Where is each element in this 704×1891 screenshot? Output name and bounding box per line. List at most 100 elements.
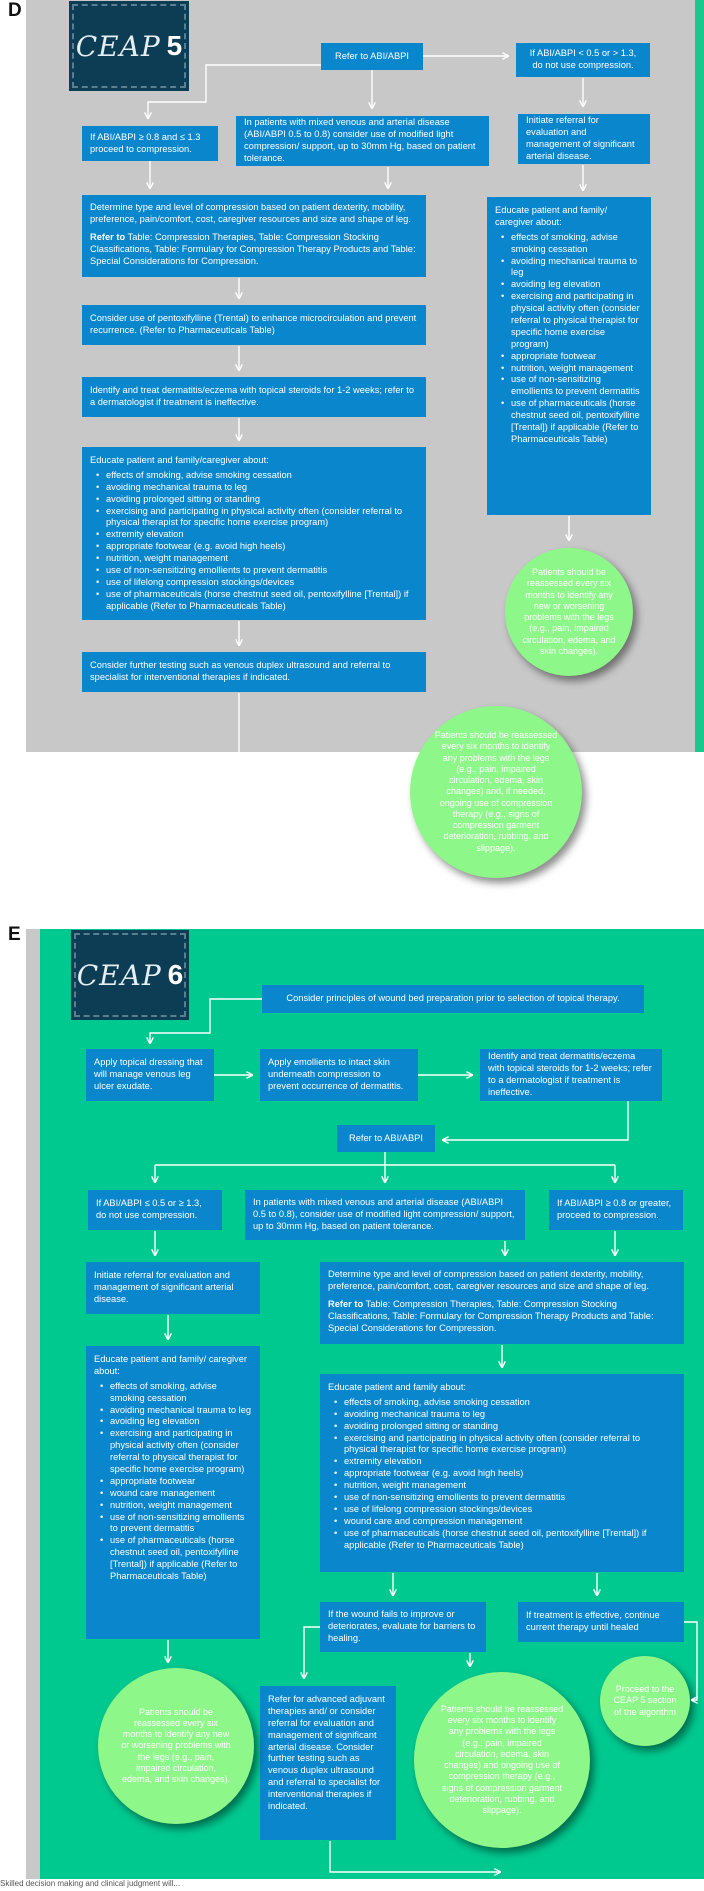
d-dermatitis-box: Identify and treat dermatitis/eczema wit… (82, 377, 426, 417)
list-item: use of lifelong compression stockings/de… (90, 577, 418, 589)
list-item: appropriate footwear (94, 1476, 252, 1488)
d-refer-abi-box: Refer to ABI/ABPI (321, 43, 423, 70)
list-item: extremity elevation (328, 1456, 676, 1468)
badge-number: 6 (167, 959, 184, 990)
list-item: use of non-sensitizing emollients to pre… (328, 1492, 676, 1504)
e-wound-fails-box: If the wound fails to improve or deterio… (320, 1602, 486, 1652)
e-refer-abi-box: Refer to ABI/ABPI (337, 1125, 435, 1152)
list-item: nutrition, weight management (328, 1480, 676, 1492)
d-reassess-small-circle: Patients should be reassessed every six … (505, 548, 633, 676)
d-mixed-disease-box: In patients with mixed venous and arteri… (236, 116, 489, 166)
connector (329, 1841, 500, 1872)
list-item: wound care and compression management (328, 1516, 676, 1528)
d-educate-side-box: Educate patient and family/ caregiver ab… (487, 197, 651, 515)
e-refer-to-label: Refer to (328, 1298, 364, 1309)
e-mixed-disease-box: In patients with mixed venous and arteri… (245, 1190, 525, 1240)
list-item: avoiding leg elevation (94, 1416, 252, 1428)
d-determine-compression-box: Determine type and level of compression … (82, 195, 426, 277)
e-abi-low-high-box: If ABI/ABPI ≤ 0.5 or ≥ 1.3, do not use c… (88, 1190, 222, 1230)
badge-number: 5 (166, 30, 183, 61)
e-educate-side-box: Educate patient and family/ caregiver ab… (86, 1346, 260, 1639)
d-educate-main-list: effects of smoking, advise smoking cessa… (90, 470, 418, 613)
d-abi-low-high-box: If ABI/ABPI < 0.5 or > 1.3, do not use c… (516, 43, 650, 77)
list-item: avoiding prolonged sitting or standing (90, 494, 418, 506)
ceap-5-badge: CEAP 5 (69, 1, 189, 91)
d-initiate-referral-box: Initiate referral for evaluation and man… (518, 114, 650, 164)
list-item: avoiding leg elevation (495, 279, 643, 291)
connector (150, 998, 262, 1043)
list-item: wound care management (94, 1488, 252, 1500)
d-refer-to-label: Refer to (90, 231, 126, 242)
list-item: effects of smoking, advise smoking cessa… (94, 1381, 252, 1405)
e-determine-compression-box: Determine type and level of compression … (320, 1262, 684, 1344)
connector (148, 64, 321, 118)
d-refer-to-tables: Table: Compression Therapies, Table: Com… (90, 231, 416, 266)
footnote: Skilled decision making and clinical jud… (0, 1879, 181, 1888)
list-item: use of non-sensitizing emollients to pre… (495, 374, 643, 398)
list-item: use of non-sensitizing emollients to pre… (94, 1512, 252, 1536)
list-item: effects of smoking, advise smoking cessa… (495, 232, 643, 256)
panel-d-letter: D (8, 0, 22, 21)
e-abi-normal-box: If ABI/ABPI ≥ 0.8 or greater, proceed to… (549, 1190, 683, 1230)
e-reassess-left-circle: Patients should be reassessed every six … (98, 1668, 254, 1824)
list-item: use of pharmaceuticals (horse chestnut s… (495, 398, 643, 446)
e-educate-side-list: effects of smoking, advise smoking cessa… (94, 1381, 252, 1583)
list-item: appropriate footwear (e.g. avoid high he… (90, 541, 418, 553)
connector (238, 693, 402, 790)
list-item: appropriate footwear (e.g. avoid high he… (328, 1468, 676, 1480)
list-item: nutrition, weight management (94, 1500, 252, 1512)
d-educate-main-box: Educate patient and family/caregiver abo… (82, 447, 426, 620)
list-item: avoiding mechanical trauma to leg (328, 1409, 676, 1421)
e-emollients-box: Apply emollients to intact skin undernea… (260, 1049, 418, 1101)
e-determine-compression-text: Determine type and level of compression … (328, 1269, 649, 1291)
panel-d-accent-strip (695, 0, 704, 752)
list-item: extremity elevation (90, 529, 418, 541)
list-item: exercising and participating in physical… (90, 506, 418, 530)
list-item: avoiding prolonged sitting or standing (328, 1421, 676, 1433)
e-topical-dressing-box: Apply topical dressing that will manage … (86, 1049, 214, 1101)
connector (443, 1101, 629, 1140)
e-initiate-referral-box: Initiate referral for evaluation and man… (86, 1262, 260, 1314)
connector (304, 1626, 320, 1678)
list-item: avoiding mechanical trauma to leg (495, 256, 643, 280)
list-item: exercising and participating in physical… (94, 1428, 252, 1476)
list-item: appropriate footwear (495, 351, 643, 363)
list-item: use of non-sensitizing emollients to pre… (90, 565, 418, 577)
d-reassess-large-circle: Patients should be reassessed every six … (410, 706, 582, 878)
list-item: effects of smoking, advise smoking cessa… (90, 470, 418, 482)
panel-e-letter: E (8, 924, 21, 945)
d-determine-compression-text: Determine type and level of compression … (90, 202, 411, 224)
connector (684, 1621, 697, 1700)
e-educate-main-box: Educate patient and family about: effect… (320, 1374, 684, 1572)
e-treatment-effective-box: If treatment is effective, continue curr… (518, 1602, 684, 1642)
d-abi-normal-box: If ABI/ABPI ≥ 0.8 and ≤ 1.3 proceed to c… (82, 126, 218, 161)
list-item: nutrition, weight management (90, 553, 418, 565)
e-reassess-mid-circle: Patients should be reassessed every six … (414, 1672, 590, 1848)
d-educate-side-list: effects of smoking, advise smoking cessa… (495, 232, 643, 446)
e-educate-side-heading: Educate patient and family/ caregiver ab… (94, 1354, 247, 1376)
list-item: avoiding mechanical trauma to leg (90, 482, 418, 494)
list-item: use of pharmaceuticals (horse chestnut s… (90, 589, 418, 613)
e-educate-main-heading: Educate patient and family about: (328, 1382, 466, 1392)
e-proceed-ceap5-circle: Proceed to the CEAP 5 section of the alg… (600, 1656, 690, 1746)
badge-word: CEAP (75, 29, 161, 63)
list-item: exercising and participating in physical… (495, 291, 643, 350)
list-item: exercising and participating in physical… (328, 1433, 676, 1457)
list-item: use of lifelong compression stockings/de… (328, 1504, 676, 1516)
d-pentoxifylline-box: Consider use of pentoxifylline (Trental)… (82, 305, 426, 345)
d-educate-main-heading: Educate patient and family/caregiver abo… (90, 455, 269, 465)
e-advanced-therapies-box: Refer for advanced adjuvant therapies an… (260, 1686, 396, 1840)
panel-e-left-strip (26, 929, 40, 1879)
e-dermatitis-box: Identify and treat dermatitis/eczema wit… (480, 1049, 662, 1101)
list-item: use of pharmaceuticals (horse chestnut s… (328, 1528, 676, 1552)
list-item: nutrition, weight management (495, 363, 643, 375)
e-educate-main-list: effects of smoking, advise smoking cessa… (328, 1397, 676, 1552)
list-item: effects of smoking, advise smoking cessa… (328, 1397, 676, 1409)
e-refer-to-tables: Table: Compression Therapies, Table: Com… (328, 1298, 654, 1333)
list-item: use of pharmaceuticals (horse chestnut s… (94, 1535, 252, 1583)
ceap-6-badge: CEAP 6 (71, 930, 189, 1020)
list-item: avoiding mechanical trauma to leg (94, 1405, 252, 1417)
d-further-testing-box: Consider further testing such as venous … (82, 652, 426, 692)
e-wound-bed-box: Consider principles of wound bed prepara… (262, 985, 644, 1013)
